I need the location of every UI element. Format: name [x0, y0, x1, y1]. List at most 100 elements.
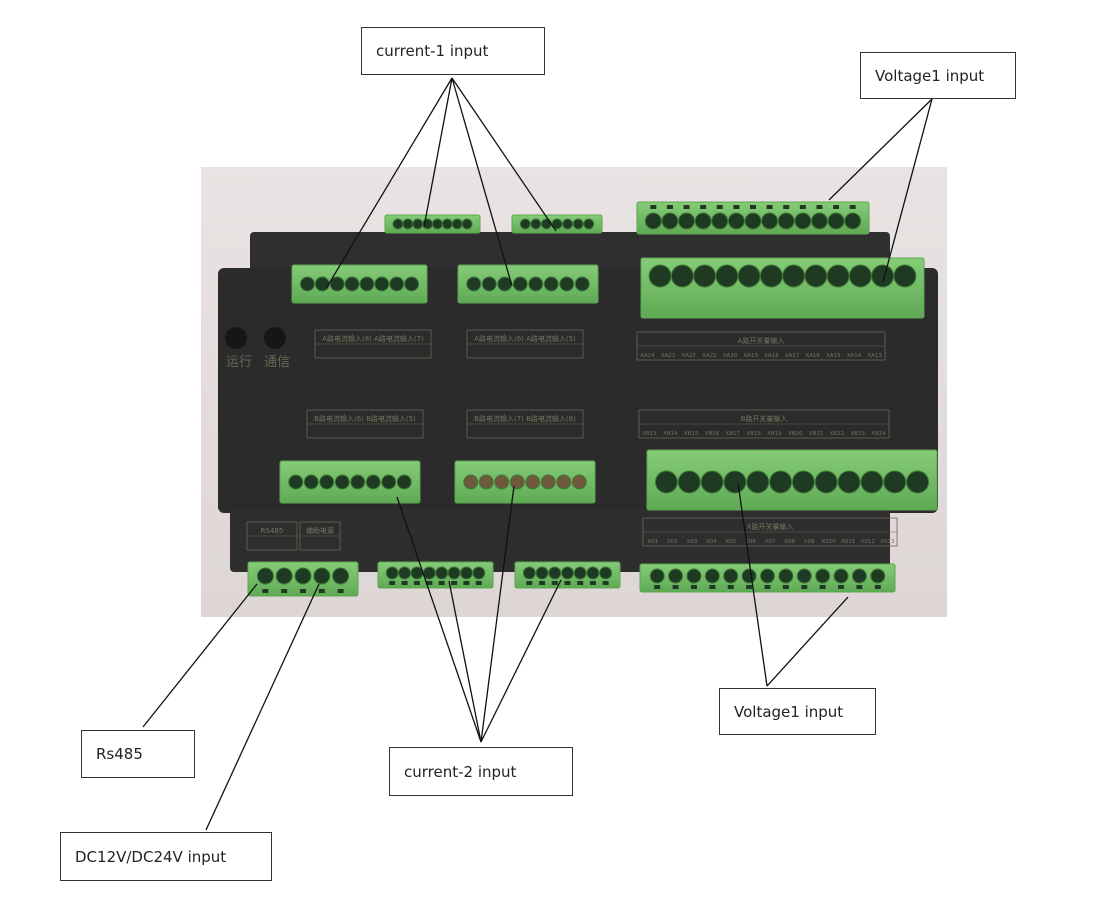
label-box-title: 辅助电源 [306, 526, 334, 535]
panel-label-upper-middle: A路电流输入(6) A路电流输入(5) [466, 329, 584, 359]
screw-hole [686, 568, 702, 584]
panel-label-lower-middle: B路电流输入(7) B路电流输入(8) [466, 409, 584, 439]
terminal-tab [650, 205, 657, 209]
terminal-current1-rear-left [384, 214, 481, 234]
screw-hole [385, 566, 399, 580]
callout-dc-power-input: DC12V/DC24V input [60, 832, 272, 881]
screw-hole [481, 276, 497, 292]
screw-hole [525, 474, 541, 490]
label-box-title: A路电流输入(8) A路电流输入(7) [322, 334, 424, 343]
terminal-id-label: XB17 [725, 431, 740, 437]
leader-current1-4 [451, 77, 557, 232]
screw-hole [711, 212, 729, 230]
terminal-id-label: XA20 [723, 353, 738, 359]
screw-hole [804, 264, 828, 288]
terminal-id-label: XB13 [642, 431, 657, 437]
screw-hole [461, 218, 473, 230]
terminal-id-label: X02 [667, 539, 678, 545]
terminal-tab [589, 581, 596, 585]
terminal-tab [833, 205, 840, 209]
terminal-id-label: XB21 [809, 431, 824, 437]
terminal-tab [426, 581, 433, 585]
leader-voltage1-top-2 [882, 98, 933, 283]
screw-hole [649, 568, 665, 584]
terminal-tab [764, 585, 771, 589]
screw-hole [693, 264, 717, 288]
leader-rs485 [142, 583, 258, 728]
screw-hole [412, 218, 424, 230]
terminal-tab [451, 581, 458, 585]
leader-current1-2 [423, 77, 453, 228]
screw-hole [374, 276, 390, 292]
terminal-tab [475, 581, 482, 585]
screw-hole [398, 566, 412, 580]
screw-hole [359, 276, 375, 292]
terminal-tab [690, 585, 697, 589]
comm-indicator-led [264, 327, 286, 349]
terminal-current2-rear-left [377, 561, 494, 589]
terminal-id-label: XA16 [805, 353, 820, 359]
screw-hole [350, 474, 366, 490]
terminal-id-label: XB22 [830, 431, 845, 437]
terminal-id-label: XB14 [663, 431, 678, 437]
callout-current-1-input: current-1 input [361, 27, 545, 75]
terminal-tab [849, 205, 856, 209]
device-body-lower [230, 510, 890, 572]
screw-hole [459, 566, 473, 580]
terminal-block-body [457, 264, 599, 304]
panel-label-upper-left: A路电流输入(8) A路电流输入(7) [314, 329, 432, 359]
label-box-title: B路电流输入(7) B路电流输入(8) [474, 414, 576, 423]
screw-hole [288, 474, 304, 490]
terminal-tab [766, 205, 773, 209]
screw-hole [814, 470, 838, 494]
leader-voltage1-bottom-1 [737, 482, 768, 687]
terminal-tab [401, 581, 408, 585]
terminal-tab [782, 585, 789, 589]
terminal-block-body [646, 449, 938, 511]
screw-hole [644, 212, 662, 230]
terminal-tab [750, 205, 756, 209]
screw-hole [759, 264, 783, 288]
leader-current2-2 [448, 580, 482, 743]
screw-hole [441, 218, 453, 230]
screw-hole [313, 567, 331, 585]
terminal-voltage-upper-main [640, 257, 925, 319]
terminal-id-label: X09 [804, 539, 815, 545]
terminal-voltage-bottom-strip [639, 563, 896, 593]
terminal-tab [856, 585, 863, 589]
screw-hole [760, 568, 775, 584]
screw-hole [329, 276, 345, 292]
screw-hole [833, 568, 849, 584]
terminal-id-label: X010 [821, 539, 836, 545]
terminal-tab [551, 581, 558, 585]
leader-current2-3 [480, 485, 515, 743]
terminal-tab [783, 205, 790, 209]
run-indicator-led [225, 327, 247, 349]
terminal-tab [539, 581, 546, 585]
screw-hole [275, 567, 293, 585]
screw-hole [796, 568, 812, 584]
terminal-id-label: X01 [647, 539, 658, 545]
terminal-current1-front-right [457, 264, 599, 304]
screw-hole [404, 276, 420, 292]
label-box-title: B路开关量输入 [741, 414, 788, 423]
screw-hole [392, 218, 404, 230]
terminal-tab [564, 581, 571, 585]
terminal-id-label: XB23 [850, 431, 865, 437]
screw-hole [883, 470, 907, 494]
terminal-tab [801, 585, 808, 589]
terminal-rs485-power [247, 561, 359, 597]
screw-hole [548, 566, 562, 580]
screw-hole [334, 474, 350, 490]
terminal-id-label: X012 [861, 539, 875, 545]
terminal-tab [300, 589, 306, 593]
screw-hole [848, 264, 872, 288]
terminal-id-label: X011 [841, 539, 855, 545]
screw-hole [522, 566, 536, 580]
screw-hole [332, 567, 350, 585]
screw-hole [837, 470, 861, 494]
screw-hole [648, 264, 672, 288]
terminal-id-label: X03 [686, 539, 697, 545]
